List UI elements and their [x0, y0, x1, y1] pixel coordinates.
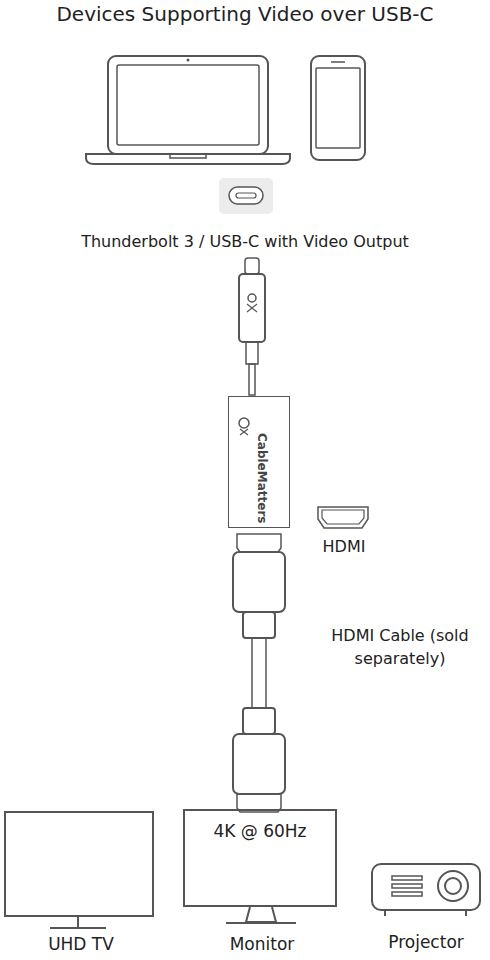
tv-screen: UHD TV [4, 811, 154, 917]
resolution-text: 4K @ 60Hz [185, 821, 335, 841]
cable-label: HDMI Cable (sold separately) [325, 624, 475, 670]
brand-logo-text: CableMatters [255, 433, 269, 523]
usb-c-port-icon [219, 178, 273, 214]
port-label: Thunderbolt 3 / USB-C with Video Output [81, 230, 409, 253]
monitor-screen: 4K @ 60HzMonitor [183, 809, 337, 907]
device-label: Monitor [230, 934, 295, 954]
phone-icon [311, 56, 365, 160]
device-label: UHD TV [48, 934, 114, 954]
title: Devices Supporting Video over USB-C [0, 2, 490, 26]
adapter-box: CableMatters [228, 396, 290, 528]
projector-icon [372, 864, 480, 916]
adapter-logo [239, 418, 249, 435]
hdmi-port-icon [318, 507, 368, 528]
projector: Projector [366, 860, 486, 918]
device-label: Projector [388, 932, 464, 952]
laptop-icon [86, 56, 290, 164]
monitor-stand [226, 907, 296, 923]
connector-label: HDMI [323, 535, 366, 558]
usb-c-plug [239, 258, 265, 395]
tv-stand [50, 917, 106, 928]
hdmi-cable [233, 534, 285, 812]
